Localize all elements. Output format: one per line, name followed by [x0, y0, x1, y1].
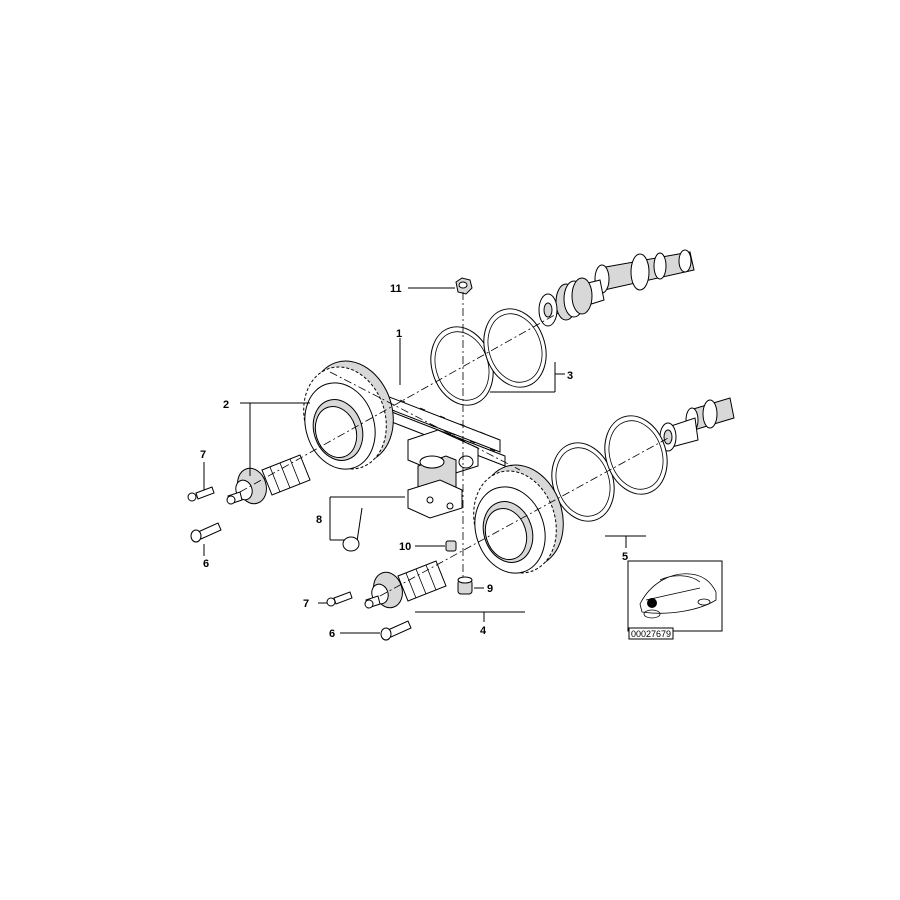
callout-1: 1	[396, 328, 402, 340]
bolt-7-upper	[187, 486, 215, 502]
axis-lines	[239, 292, 671, 597]
lower-camshaft	[659, 397, 735, 452]
callout-4: 4	[480, 625, 487, 637]
upper-sprocket	[303, 360, 394, 470]
callout-8: 8	[316, 514, 322, 526]
callout-6-lower: 6	[329, 628, 335, 640]
sleeve-10	[445, 540, 457, 552]
callout-10: 10	[399, 541, 411, 553]
callout-6-upper: 6	[203, 558, 209, 570]
callout-7-lower: 7	[303, 598, 309, 610]
bolt-7-lower	[326, 591, 353, 607]
lower-gear-shaft	[364, 560, 447, 609]
reference-number: 00027679	[631, 629, 671, 639]
callout-2: 2	[223, 399, 229, 411]
car-location-icon	[639, 573, 717, 619]
callout-3: 3	[567, 370, 573, 382]
shim-pair-3	[430, 308, 547, 406]
callout-9: 9	[487, 583, 493, 595]
bolt-6-upper	[190, 522, 222, 543]
callout-7-upper: 7	[200, 449, 206, 461]
chain-tensioner	[407, 429, 479, 519]
callout-11: 11	[390, 283, 402, 295]
nut-11	[455, 277, 473, 295]
car-location-thumbnail: 00027679	[627, 560, 723, 640]
leader-lines	[203, 287, 646, 634]
sleeve-9	[457, 576, 473, 595]
spring-clip	[342, 507, 363, 552]
bolt-6-lower	[380, 620, 412, 641]
upper-gear-shaft	[226, 454, 311, 505]
upper-camshaft	[538, 249, 695, 327]
lower-sprocket	[473, 464, 564, 574]
callout-5: 5	[622, 551, 628, 563]
shim-pair-5	[551, 415, 668, 522]
